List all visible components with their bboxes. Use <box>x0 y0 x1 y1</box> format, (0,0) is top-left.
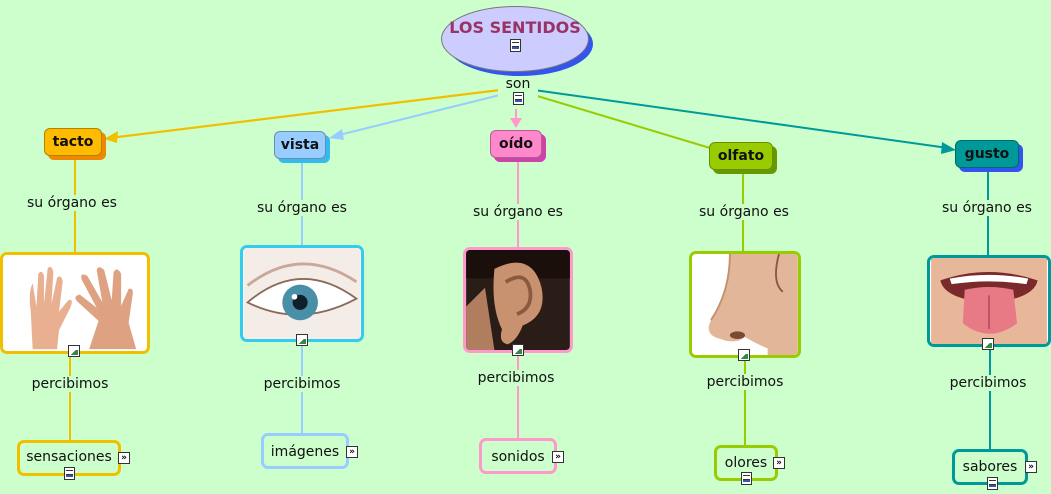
concept-oido[interactable]: oído <box>490 130 546 162</box>
link-perceive-oido: percibimos <box>472 370 560 386</box>
root-node[interactable]: LOS SENTIDOS <box>441 6 593 76</box>
concept-vista-label: vista <box>274 131 326 159</box>
expand-arrow-icon[interactable]: » <box>552 451 564 463</box>
leaf-sonidos[interactable]: sonidos <box>479 438 557 474</box>
concept-vista[interactable]: vista <box>274 131 330 163</box>
link-perceive-vista: percibimos <box>258 376 346 392</box>
image-icon[interactable] <box>512 344 524 356</box>
connector-tacto <box>109 88 501 140</box>
concept-tacto-label: tacto <box>44 128 102 156</box>
expand-arrow-icon[interactable]: » <box>118 452 130 464</box>
concept-olfato[interactable]: olfato <box>709 142 777 174</box>
link-organ-gusto: su órgano es <box>933 200 1041 216</box>
nose-image[interactable] <box>689 251 801 358</box>
root-title: LOS SENTIDOS <box>449 18 581 37</box>
link-perceive-gusto: percibimos <box>944 375 1032 391</box>
leaf-olores-label: olores <box>724 455 768 471</box>
image-icon[interactable] <box>738 349 750 361</box>
link-son-label: son <box>505 76 531 92</box>
connector-gusto <box>533 89 949 149</box>
link-organ-oido: su órgano es <box>464 204 572 220</box>
expand-arrow-icon[interactable]: » <box>1025 461 1037 473</box>
concept-gusto[interactable]: gusto <box>955 140 1023 172</box>
document-icon[interactable] <box>741 472 752 485</box>
link-organ-vista: su órgano es <box>248 200 356 216</box>
image-icon[interactable] <box>982 338 994 350</box>
root-ellipse: LOS SENTIDOS <box>441 6 589 72</box>
image-icon[interactable] <box>296 334 308 346</box>
image-icon[interactable] <box>68 345 80 357</box>
link-perceive-tacto: percibimos <box>26 376 114 392</box>
leaf-sensaciones-label: sensaciones <box>26 449 112 465</box>
ear-illustration <box>466 250 570 350</box>
link-son: son <box>498 76 538 109</box>
leaf-sabores[interactable]: sabores <box>952 449 1028 490</box>
concept-olfato-label: olfato <box>709 142 773 170</box>
eye-image[interactable] <box>240 245 364 342</box>
expand-arrow-icon[interactable]: » <box>346 446 358 458</box>
link-organ-tacto: su órgano es <box>18 195 126 211</box>
leaf-sabores-label: sabores <box>962 459 1018 475</box>
document-icon[interactable] <box>987 477 998 490</box>
leaf-imagenes[interactable]: imágenes <box>261 433 349 469</box>
concept-tacto[interactable]: tacto <box>44 128 106 160</box>
nose-illustration <box>692 254 798 355</box>
leaf-sonidos-label: sonidos <box>491 449 545 465</box>
concept-oido-label: oído <box>490 130 542 158</box>
expand-arrow-icon[interactable]: » <box>773 457 785 469</box>
ear-image[interactable] <box>463 247 573 353</box>
leaf-imagenes-label: imágenes <box>270 444 340 460</box>
link-perceive-olfato: percibimos <box>700 374 790 390</box>
tongue-illustration <box>931 258 1047 344</box>
leaf-sensaciones[interactable]: sensaciones <box>17 440 121 480</box>
document-icon[interactable] <box>64 467 75 480</box>
eye-illustration <box>243 248 361 339</box>
leaf-olores[interactable]: olores <box>714 445 778 485</box>
hands-illustration <box>4 255 146 351</box>
document-icon[interactable] <box>509 39 521 52</box>
tongue-image[interactable] <box>927 255 1051 347</box>
hands-image[interactable] <box>0 252 150 354</box>
link-organ-olfato: su órgano es <box>690 204 798 220</box>
connector-olfato <box>533 94 711 149</box>
document-icon[interactable] <box>512 92 524 105</box>
concept-gusto-label: gusto <box>955 140 1019 168</box>
connector-vista <box>334 94 501 137</box>
